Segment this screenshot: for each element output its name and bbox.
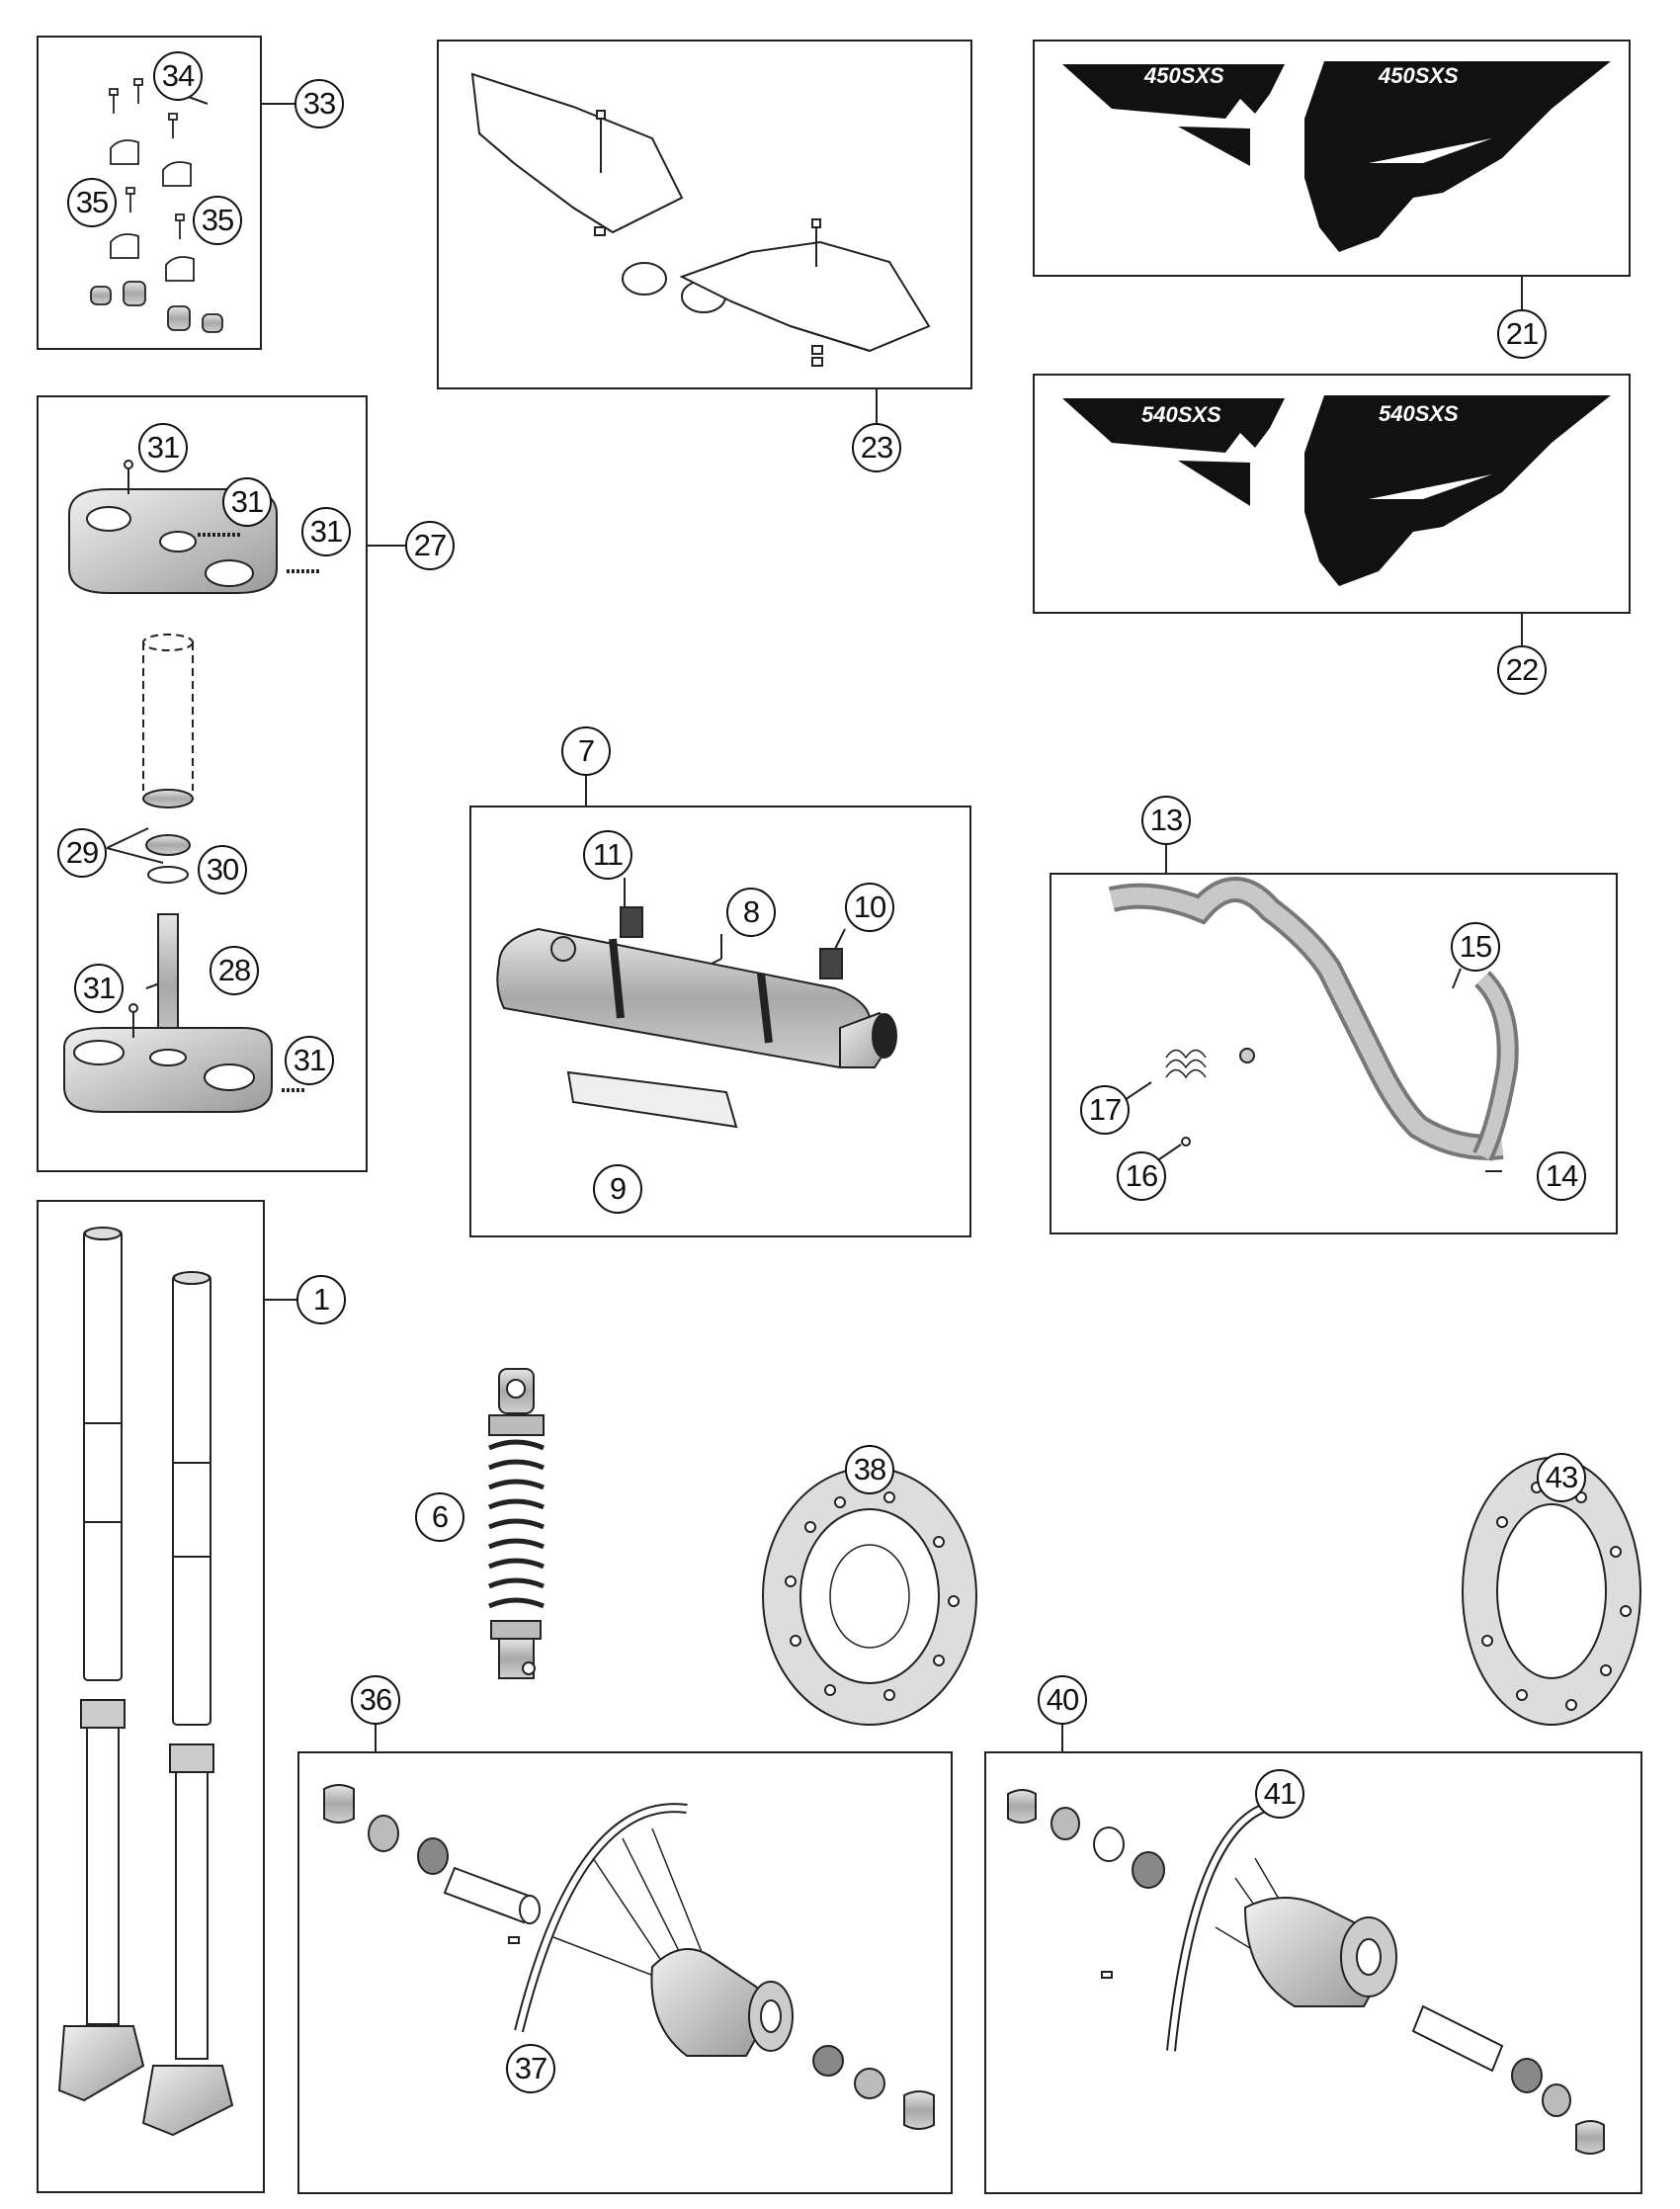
callout-31-right: 31: [301, 507, 351, 556]
callout-29: 29: [57, 828, 107, 878]
callout-21: 21: [1497, 309, 1547, 359]
callout-31-mid: 31: [222, 477, 272, 527]
callout-37: 37: [506, 2044, 555, 2093]
callout-33: 33: [294, 79, 344, 128]
callout-17: 17: [1080, 1085, 1130, 1135]
callout-8: 8: [726, 888, 776, 937]
callout-31-lower-left: 31: [74, 964, 124, 1013]
callout-31-lower-right: 31: [285, 1036, 334, 1085]
callout-13: 13: [1141, 796, 1191, 845]
decal-text-450-right: 450SXS: [1379, 63, 1459, 88]
handguards-drawing: [470, 72, 931, 367]
callout-7: 7: [561, 726, 611, 776]
fork-legs-drawing: [57, 1227, 234, 2137]
callout-23: 23: [852, 423, 901, 472]
decal-450-drawing: [1062, 61, 1611, 252]
callout-28: 28: [210, 946, 259, 995]
callout-15: 15: [1451, 922, 1500, 972]
decal-text-540-left: 540SXS: [1141, 402, 1221, 427]
callout-31-top: 31: [138, 423, 188, 472]
front-wheel-drawing: [323, 1784, 935, 2130]
callout-16: 16: [1117, 1151, 1166, 1201]
callout-35-right: 35: [193, 196, 242, 245]
shock-absorber-drawing: [487, 1368, 545, 1679]
callout-30: 30: [198, 845, 247, 894]
callout-41: 41: [1255, 1769, 1304, 1819]
decal-text-540-right: 540SXS: [1379, 401, 1459, 426]
panel-front-wheel: [297, 1751, 953, 2194]
callout-10: 10: [845, 883, 894, 932]
callout-14: 14: [1537, 1151, 1586, 1201]
triple-clamp-drawing: [63, 460, 321, 1113]
callout-36: 36: [351, 1675, 400, 1725]
callout-6: 6: [415, 1492, 464, 1542]
callout-35-left: 35: [67, 178, 117, 227]
decal-540-drawing: [1062, 395, 1611, 586]
callout-38: 38: [845, 1445, 894, 1494]
callout-43: 43: [1537, 1453, 1586, 1502]
callout-22: 22: [1497, 645, 1547, 695]
silencer-drawing: [496, 906, 897, 1129]
callout-1: 1: [296, 1275, 346, 1324]
callout-11: 11: [583, 830, 632, 880]
callout-9: 9: [593, 1164, 642, 1214]
decal-text-450-left: 450SXS: [1144, 63, 1224, 88]
front-brake-disc-drawing: [762, 1467, 977, 1726]
callout-27: 27: [405, 521, 455, 570]
callout-40: 40: [1038, 1675, 1087, 1725]
header-pipe-drawing: [1108, 877, 1519, 1161]
bar-clamps-drawing: [90, 78, 223, 333]
rear-wheel-drawing: [1007, 1789, 1605, 2155]
callout-34: 34: [153, 51, 203, 101]
